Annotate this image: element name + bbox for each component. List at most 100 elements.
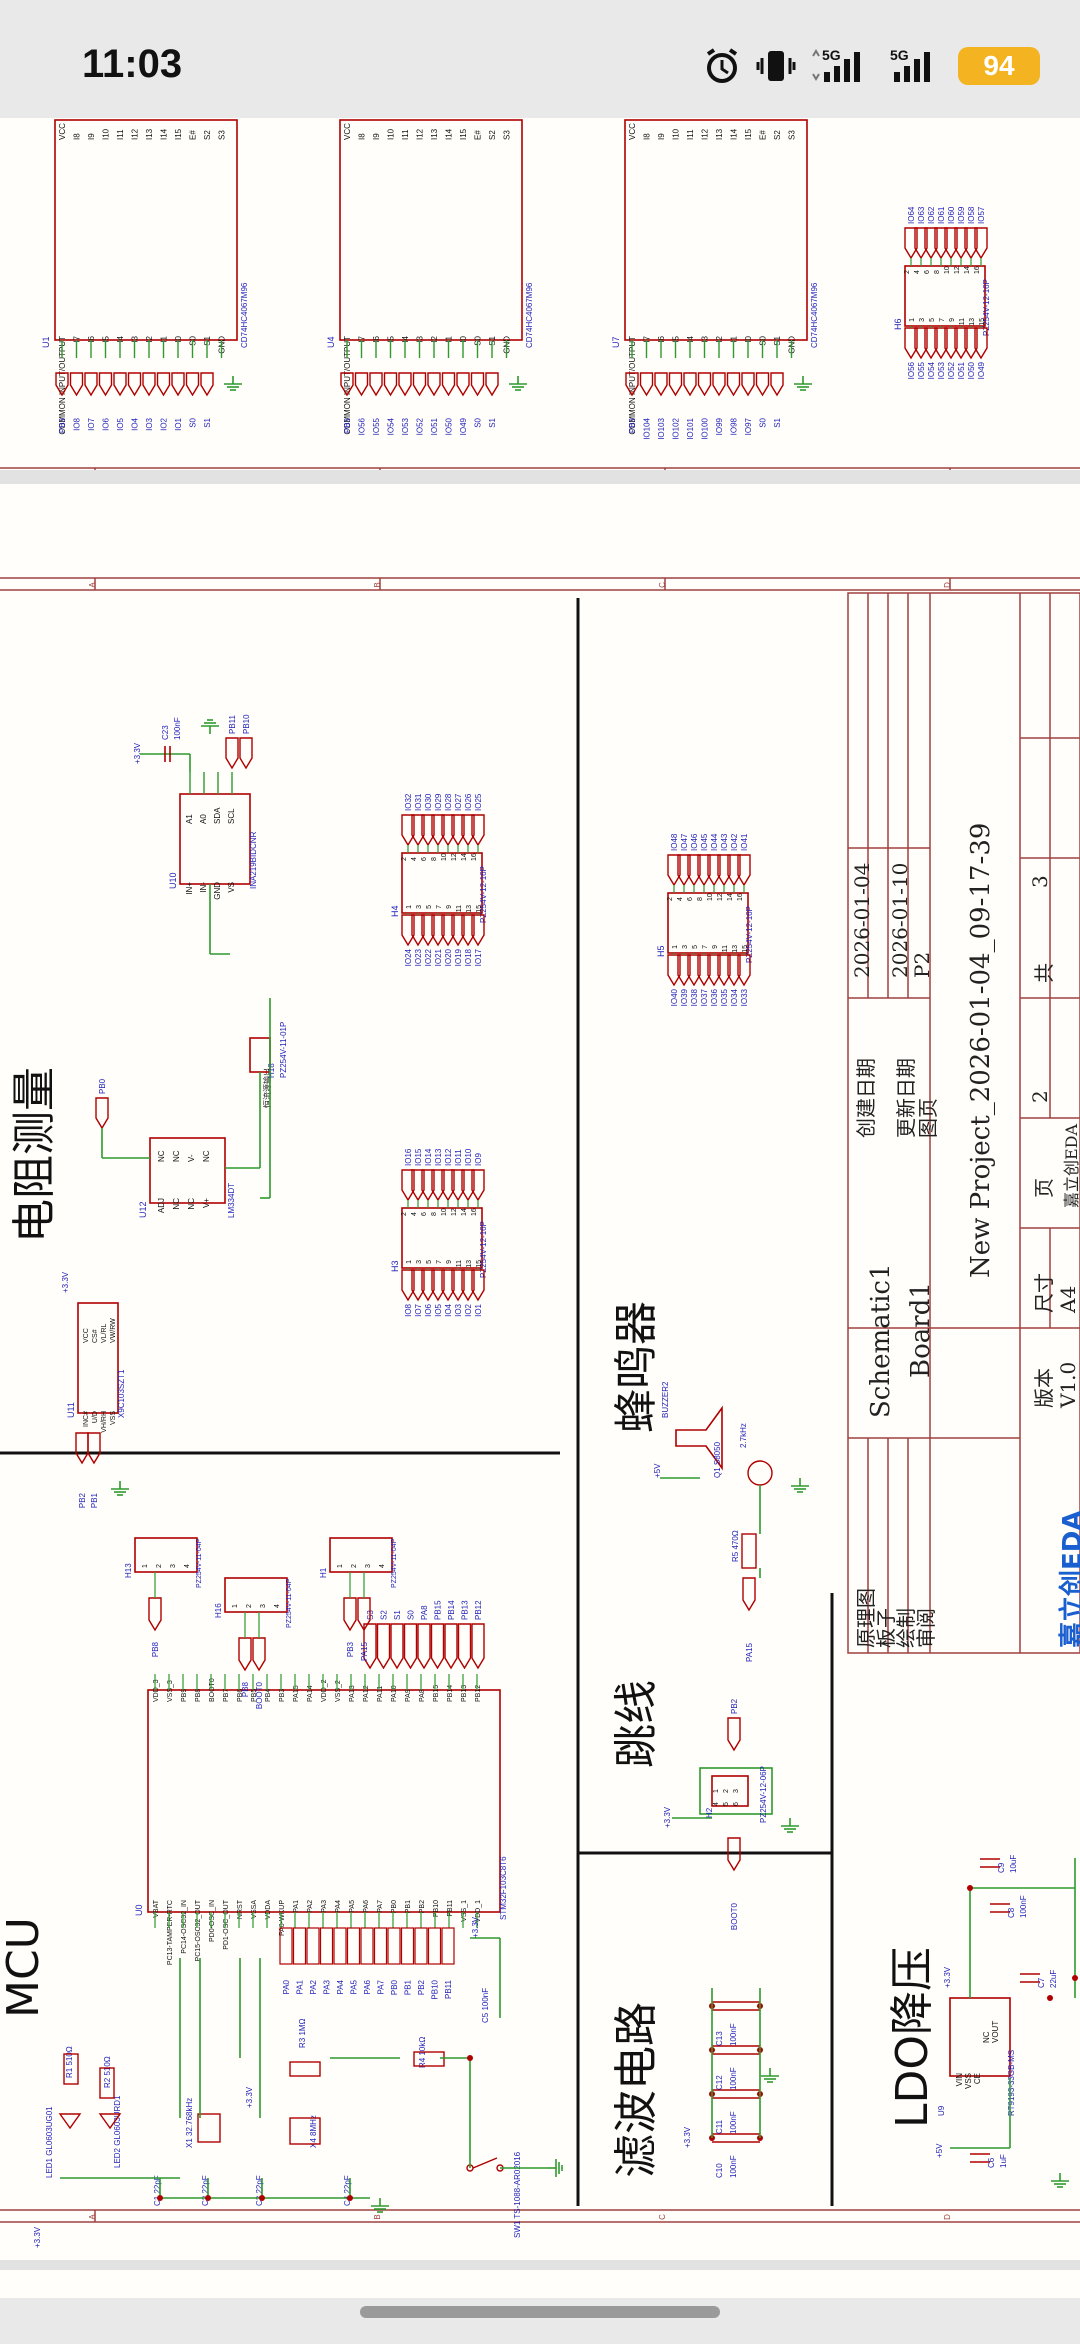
mux-net-label: IO102: [672, 417, 681, 439]
mux-pin-top: I15: [459, 128, 468, 140]
header-h4-net-top: IO28: [444, 793, 453, 811]
x9c-net: PB2: [78, 1492, 87, 1508]
header-h4-pin: 4: [411, 857, 418, 861]
header-h6-pin: 16: [974, 266, 981, 274]
net-flag: [441, 372, 456, 397]
header-small-net: PB8: [151, 1641, 160, 1657]
mux-pin-bottom: I0: [174, 335, 183, 342]
mux-pin-bottom: I0: [459, 335, 468, 342]
header-h6-pin: 9: [949, 318, 956, 322]
net-flag: [485, 372, 499, 397]
header-h6-pin: 15: [979, 318, 986, 326]
header-small-pin: 3: [170, 1564, 177, 1568]
ldo-cap-val: 100nF: [1019, 1895, 1028, 1918]
vibrate-icon: [756, 51, 796, 81]
header-h4-pin: 5: [426, 905, 433, 909]
mcu-pin-left: PB0: [391, 1900, 398, 1913]
header-h3-net-bottom: IO5: [434, 1303, 443, 1316]
passive-label: X1 32.768kHz: [185, 2098, 194, 2148]
net-flag: [417, 1623, 431, 1670]
buzzer-q: Q1 S8050: [713, 1441, 722, 1478]
header-h4-net-top: IO29: [434, 793, 443, 811]
mux-pin-top: E#: [474, 130, 483, 140]
x9c-pin: VL/RL: [101, 1323, 108, 1343]
header-h6-net-top: IO61: [937, 206, 946, 224]
passive-label: LED1 GL0603UG01: [45, 2106, 54, 2178]
home-indicator[interactable]: [360, 2306, 720, 2318]
mux-part: CD74HC4067M96: [525, 282, 534, 348]
passive-label: SW1 TS-1088-AR02016: [513, 2151, 522, 2238]
buzzer-ref: BUZZER2: [661, 1381, 670, 1418]
net-flag: [127, 372, 142, 397]
header-small-ref: H13: [124, 1563, 133, 1578]
mux-pin-bottom: I1: [160, 335, 169, 342]
supply-label: +3.3V: [471, 1916, 480, 1938]
header-h6-net-top: IO59: [957, 206, 966, 224]
header-h4-ref: H4: [390, 905, 400, 917]
lm-net: PB0: [98, 1078, 107, 1094]
ina-pin: SDA: [213, 807, 222, 824]
schematic-drawing[interactable]: AAABBBCCCDDDU1CD74HC4067M96VCCI8I9I10I11…: [0, 118, 1080, 2298]
mux-ic-body: [54, 119, 238, 341]
section-title-filter: 滤波电路: [611, 2002, 662, 2178]
net-flag: [683, 372, 697, 397]
tb-label-page: 图页: [916, 1098, 940, 1138]
header-h5-net-bottom: IO40: [670, 988, 679, 1006]
junction: [1072, 1975, 1078, 1981]
mux-pin-bottom: I1: [445, 335, 454, 342]
header-h4-net-bottom: IO19: [454, 948, 463, 966]
mux-pin-top: VCC: [628, 123, 637, 140]
mux-pin-bottom: I4: [116, 335, 125, 342]
transistor-q1: [747, 1460, 773, 1486]
mux-net-label: IO6: [102, 417, 111, 430]
section-title-jumper: 跳线: [611, 1680, 662, 1768]
mux-net-label: IO97: [744, 417, 753, 435]
zone-letter-bottom: B: [373, 2214, 382, 2219]
mux-pin-top: I11: [116, 129, 125, 140]
ina-net: PB11: [228, 714, 237, 734]
schematic-canvas[interactable]: AAABBBCCCDDDU1CD74HC4067M96VCCI8I9I10I11…: [0, 118, 1080, 2298]
mux-net-label: S0: [474, 417, 483, 427]
header-h4-pin: 11: [456, 905, 463, 912]
jumper-pin: 6: [733, 1802, 740, 1806]
header-h6-pin: 3: [919, 318, 926, 322]
mux-pin-top: I10: [672, 128, 681, 140]
mux-pin-top: VCC: [343, 123, 352, 140]
header-small-pin: 4: [379, 1564, 386, 1568]
net-flag: [770, 372, 784, 397]
header-h6-pin: 7: [939, 318, 946, 322]
ina-cap-ref: C23: [161, 725, 170, 740]
net-flag: [444, 1623, 458, 1670]
net-flag-pb0: [95, 1097, 109, 1130]
ldo-cap-val: 22uF: [1049, 1970, 1058, 1988]
ground-icon: [111, 1481, 129, 1496]
net-flag: [98, 372, 113, 397]
ina-pin: GND: [213, 882, 222, 900]
header-small-net: PA15: [360, 1641, 369, 1661]
schematic-dynamic-layer: AAABBBCCCDDDU1CD74HC4067M96VCCI8I9I10I11…: [33, 119, 1078, 2248]
mux-pin-top: E#: [759, 130, 768, 140]
header-h3-pin: 4: [411, 1212, 418, 1216]
resistor-r2: [99, 2067, 115, 2099]
resistor-r3: [289, 2061, 321, 2077]
switch-lever: [472, 2157, 498, 2169]
mux-part: CD74HC4067M96: [810, 282, 819, 348]
ldo-cap-ref: C8: [1007, 1907, 1016, 1918]
svg-text:5G: 5G: [890, 47, 909, 63]
svg-text:5G: 5G: [822, 47, 841, 63]
filter-cap-ref: C12: [715, 2075, 724, 2090]
header-h5-pin: 2: [667, 897, 674, 901]
mux-pin-bottom: I3: [131, 335, 140, 342]
mux-net-label: IO103: [657, 417, 666, 439]
lm-note: 恒流源输出: [262, 1068, 272, 1108]
mcu-net-flag-left: [333, 1927, 347, 1965]
header-h4-net-top: IO32: [404, 793, 413, 811]
mcu-pin-right: PB7: [223, 1689, 230, 1702]
mux-net-label: IO7: [87, 417, 96, 430]
mcu-pin-right: PA9: [405, 1689, 412, 1702]
mcu-pin-left: NRST: [237, 1899, 244, 1919]
mcu-pin-left: PA0-WKUP: [279, 1900, 286, 1936]
junction: [205, 2195, 211, 2201]
zone-letter-mid: C: [658, 582, 667, 588]
net-flag: [726, 372, 741, 397]
